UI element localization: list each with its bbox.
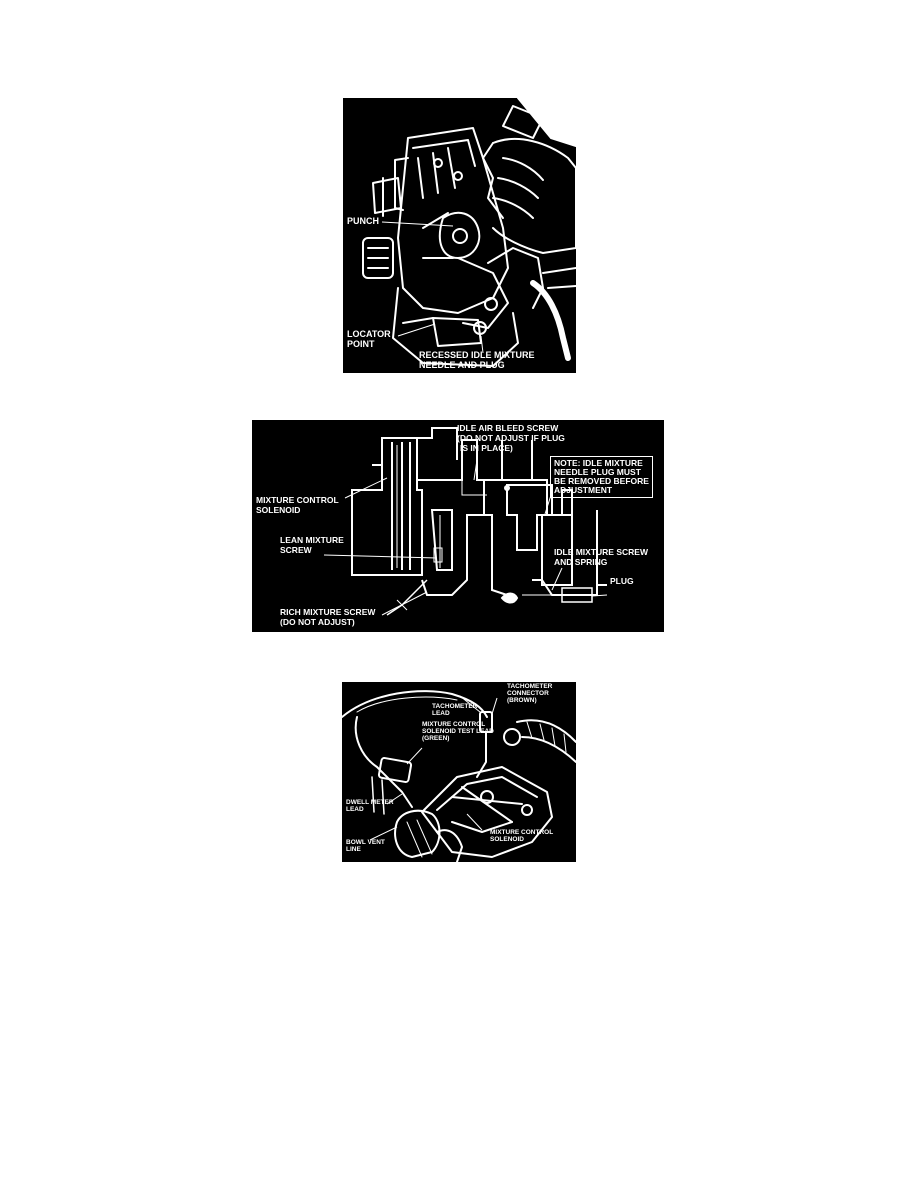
- label-recessed-idle-line1: RECESSED IDLE MIXTURE: [419, 350, 535, 360]
- label-mixture-control-solenoid-line1: MIXTURE CONTROL: [256, 495, 339, 505]
- figure-dwell-meter-hookup: TACHOMETER CONNECTOR (BROWN) TACHOMETER …: [342, 682, 576, 862]
- label-idle-air-bleed-line1: IDLE AIR BLEED SCREW: [457, 423, 559, 433]
- label-rich-mixture-screw-line1: RICH MIXTURE SCREW: [280, 607, 376, 617]
- label-locator-point-line2: POINT: [347, 339, 375, 349]
- label-locator-point-line1: LOCATOR: [347, 329, 391, 339]
- label-idle-air-bleed-line3: IS IN PLACE): [460, 443, 513, 453]
- label-bowl-vent-line-line2: LINE: [346, 846, 361, 853]
- figure-carburetor-cutaway: IDLE AIR BLEED SCREW (DO NOT ADJUST IF P…: [252, 420, 664, 632]
- label-lean-mixture-screw-line2: SCREW: [280, 545, 312, 555]
- note-line1: NOTE: IDLE MIXTURE: [554, 458, 643, 468]
- label-lean-mixture-screw-line1: LEAN MIXTURE: [280, 535, 344, 545]
- label-tach-connector-line2: CONNECTOR: [507, 690, 549, 697]
- label-idle-air-bleed-line2: (DO NOT ADJUST IF PLUG: [457, 433, 565, 443]
- dwell-meter-hookup-illustration: [342, 690, 576, 862]
- label-mcs-test-lead-line1: MIXTURE CONTROL: [422, 721, 486, 728]
- label-plug: PLUG: [610, 576, 634, 586]
- label-mixture-control-solenoid-line2: SOLENOID: [490, 836, 524, 843]
- label-tach-lead-line1: TACHOMETER: [432, 703, 478, 710]
- label-dwell-meter-lead-line1: DWELL METER: [346, 799, 394, 806]
- note-line3: BE REMOVED BEFORE: [554, 475, 649, 486]
- label-mixture-control-solenoid-line2: SOLENOID: [256, 505, 301, 515]
- figure-carburetor-punch: PUNCH LOCATOR POINT RECESSED IDLE MIXTUR…: [343, 98, 576, 373]
- label-punch: PUNCH: [347, 216, 380, 226]
- label-dwell-meter-lead-line2: LEAD: [346, 806, 364, 813]
- label-tach-lead-line2: LEAD: [432, 710, 450, 717]
- note-box: NOTE: IDLE MIXTURE NEEDLE PLUG MUST BE R…: [550, 456, 653, 498]
- label-idle-mixture-screw-line2: AND SPRING: [554, 557, 608, 567]
- label-idle-mixture-screw-line1: IDLE MIXTURE SCREW: [554, 547, 648, 557]
- label-tach-connector-line3: (BROWN): [507, 697, 537, 704]
- label-recessed-idle-line2: NEEDLE AND PLUG: [419, 360, 505, 370]
- label-mixture-control-solenoid-line1: MIXTURE CONTROL: [490, 829, 554, 836]
- note-line2: NEEDLE PLUG MUST: [554, 466, 641, 477]
- label-mcs-test-lead-line3: (GREEN): [422, 735, 450, 742]
- label-tach-connector-line1: TACHOMETER: [507, 683, 553, 690]
- label-rich-mixture-screw-line2: (DO NOT ADJUST): [280, 617, 355, 627]
- label-bowl-vent-line-line1: BOWL VENT: [346, 839, 385, 846]
- note-line4: ADJUSTMENT: [554, 484, 613, 495]
- label-mcs-test-lead-line2: SOLENOID TEST LEAD: [422, 728, 494, 735]
- carburetor-punch-illustration: [362, 98, 576, 367]
- carburetor-cutaway-illustration: [323, 427, 608, 616]
